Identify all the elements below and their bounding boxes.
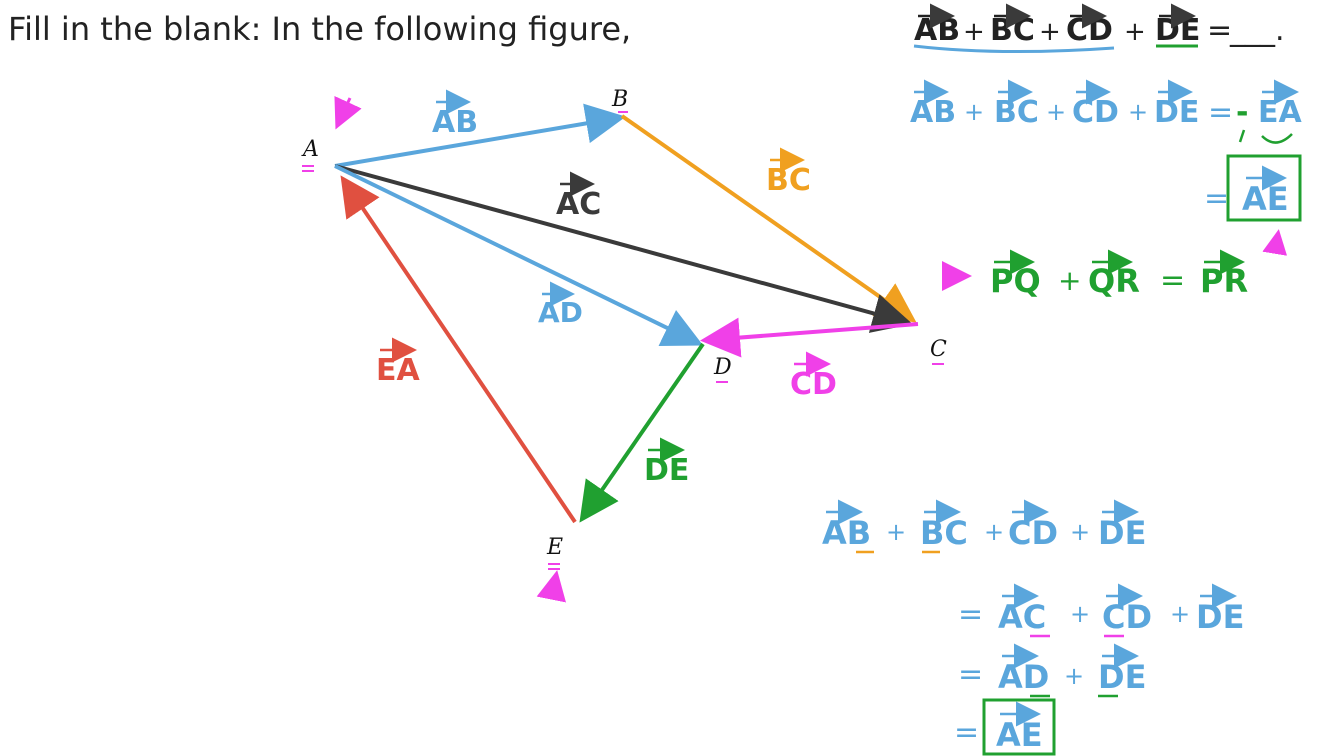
point-e-mark	[548, 563, 560, 570]
m1-swap-marks	[1238, 129, 1293, 144]
m2-line1-plus-1: +	[886, 518, 906, 546]
point-d-label: D	[713, 355, 732, 380]
vector-ad	[334, 164, 704, 346]
m1-equals: =	[1208, 95, 1233, 130]
m2-line1-cd: CD	[1008, 514, 1058, 552]
question-prefix: Fill in the blank: In the following figu…	[8, 10, 631, 48]
question-term-de: DE	[1155, 13, 1200, 48]
question-plus-1: +	[963, 17, 985, 47]
m1-answer-box	[1226, 154, 1302, 222]
question-equals: =	[1207, 13, 1232, 48]
method-1: AB + BC + CD + DE = - EA = AE	[910, 79, 1302, 256]
point-a-label: A	[301, 137, 319, 162]
method-2: AB + BC + CD + DE = AC + CD + DE = AD + …	[822, 499, 1244, 756]
question-blank: ___.	[1229, 13, 1285, 48]
label-cd: CD	[790, 367, 837, 402]
question: Fill in the blank: In the following figu…	[8, 3, 1285, 54]
triangle-rule: PQ + QR = PR	[942, 249, 1248, 300]
vector-bc	[620, 114, 917, 323]
m2-line2-de: DE	[1196, 598, 1244, 636]
vector-ac	[334, 164, 913, 333]
label-ac: AC	[556, 187, 601, 222]
label-bc: BC	[766, 163, 811, 198]
rule-pq: PQ	[990, 262, 1041, 300]
m1-plus-3: +	[1128, 98, 1148, 126]
point-e-label: E	[546, 535, 563, 560]
m2-answer-equals: =	[954, 715, 979, 750]
m1-rhs: EA	[1258, 95, 1302, 130]
vector-ea	[340, 175, 577, 524]
m1-equals-2: =	[1204, 181, 1229, 216]
question-term-bc: BC	[990, 13, 1035, 48]
m2-line3-ad: AD	[998, 658, 1049, 696]
label-ea: EA	[376, 353, 420, 388]
m1-plus-2: +	[1046, 98, 1066, 126]
question-term-ab: AB	[914, 13, 960, 48]
m1-minus: -	[1236, 95, 1248, 130]
question-plus-3: +	[1124, 17, 1146, 47]
m1-term-bc: BC	[994, 95, 1039, 130]
label-ad: AD	[538, 296, 583, 329]
m2-line2-ac: AC	[998, 598, 1046, 636]
point-b-label: B	[611, 87, 628, 112]
m1-term-de: DE	[1154, 95, 1199, 130]
question-underline-blue	[913, 44, 1115, 54]
m2-line2-equals: =	[958, 597, 983, 632]
m1-answer: AE	[1242, 180, 1289, 218]
vector-figure: A B C D E AB BC AC AD CD DE EA	[301, 87, 947, 603]
rule-plus: +	[1058, 264, 1081, 297]
label-ab: AB	[432, 105, 478, 140]
rule-pr: PR	[1200, 262, 1248, 300]
m2-line1-bc: BC	[920, 514, 968, 552]
m2-line2-plus-1: +	[1070, 600, 1090, 628]
m2-line2-plus-2: +	[1170, 600, 1190, 628]
m2-line1-de: DE	[1098, 514, 1146, 552]
vector-ab	[334, 103, 626, 168]
rule-qr: QR	[1088, 262, 1140, 300]
rule-equals: =	[1160, 263, 1185, 298]
m2-line2-cd: CD	[1102, 598, 1152, 636]
m1-plus-1: +	[964, 98, 984, 126]
m2-line1-plus-3: +	[1070, 518, 1090, 546]
m2-answer-box	[982, 698, 1056, 756]
m1-term-ab: AB	[910, 95, 956, 130]
m2-line3-equals: =	[958, 657, 983, 692]
m2-line1-ab: AB	[822, 514, 871, 552]
m2-answer: AE	[996, 716, 1043, 754]
point-a-pointer	[334, 95, 362, 130]
m2-line3-plus: +	[1064, 662, 1084, 690]
vector-cd	[700, 317, 919, 358]
m2-line3-de: DE	[1098, 658, 1146, 696]
question-term-cd: CD	[1066, 13, 1113, 48]
m2-line1-plus-2: +	[984, 518, 1004, 546]
label-de: DE	[644, 453, 689, 488]
vector-de	[579, 342, 705, 523]
point-e-pointer	[536, 570, 567, 603]
point-c-label: C	[930, 337, 947, 362]
m1-term-cd: CD	[1072, 95, 1119, 130]
question-plus-2: +	[1039, 17, 1061, 47]
point-a-mark	[302, 165, 314, 172]
m1-pointer	[1262, 229, 1288, 256]
